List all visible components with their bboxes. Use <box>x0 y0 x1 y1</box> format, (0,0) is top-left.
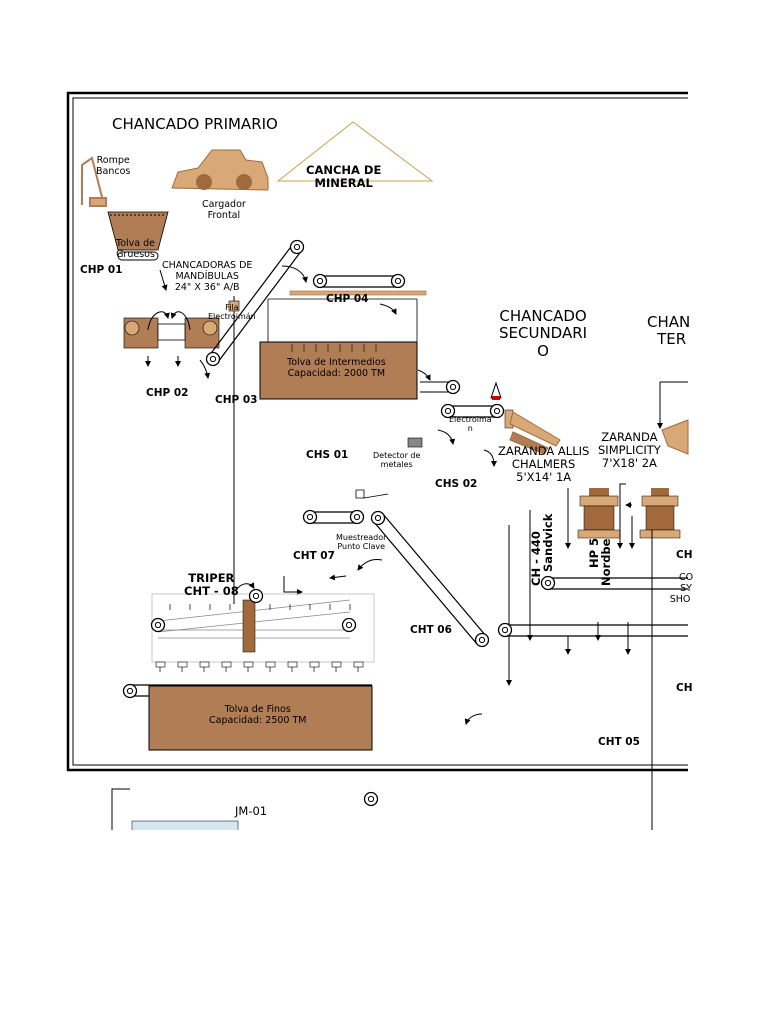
code-chp01: CHP 01 <box>80 264 123 276</box>
conveyor-chs01 <box>440 403 505 419</box>
section-title-primario: CHANCADO PRIMARIO <box>112 115 278 133</box>
conveyor-chp04 <box>289 273 427 296</box>
cone-crusher-hp5 <box>577 488 621 539</box>
code-chp04: CHP 04 <box>326 293 369 305</box>
code-ch-partial-1: CH <box>676 549 693 561</box>
intermediate-hopper <box>259 341 418 400</box>
metal-detector-icon <box>407 437 423 448</box>
screen-allis-chalmers <box>504 409 561 455</box>
jaw-crushers <box>123 311 220 367</box>
fines-hopper <box>148 685 373 751</box>
front-loader-icon <box>171 149 269 191</box>
code-chp03: CHP 03 <box>215 394 258 406</box>
code-cht06: CHT 06 <box>410 624 452 636</box>
code-chs01: CHS 01 <box>306 449 349 461</box>
coarse-hopper <box>107 211 169 261</box>
conveyor-chp03 <box>205 239 305 367</box>
conveyor-secondary-return <box>540 575 688 591</box>
rock-breaker-icon <box>81 156 107 207</box>
code-chs02: CHS 02 <box>435 478 478 490</box>
mineral-pile <box>276 121 434 182</box>
conveyor-feeder <box>420 379 461 395</box>
code-cht05: CHT 05 <box>598 736 640 748</box>
code-chp02: CHP 02 <box>146 387 189 399</box>
cone-crusher-nordberg <box>639 488 681 539</box>
label-sandvick: Sandvick <box>541 513 555 572</box>
label-nordberg: Nordbe <box>599 538 613 586</box>
tripper-structure <box>151 593 375 663</box>
code-ch-partial-2: CH <box>676 682 693 694</box>
label-jm01: JM-01 <box>235 804 268 818</box>
conveyor-cht05 <box>497 622 688 638</box>
conveyor-cht07 <box>302 509 365 525</box>
code-cht07: CHT 07 <box>293 550 335 562</box>
conveyor-cht06 <box>370 510 490 648</box>
